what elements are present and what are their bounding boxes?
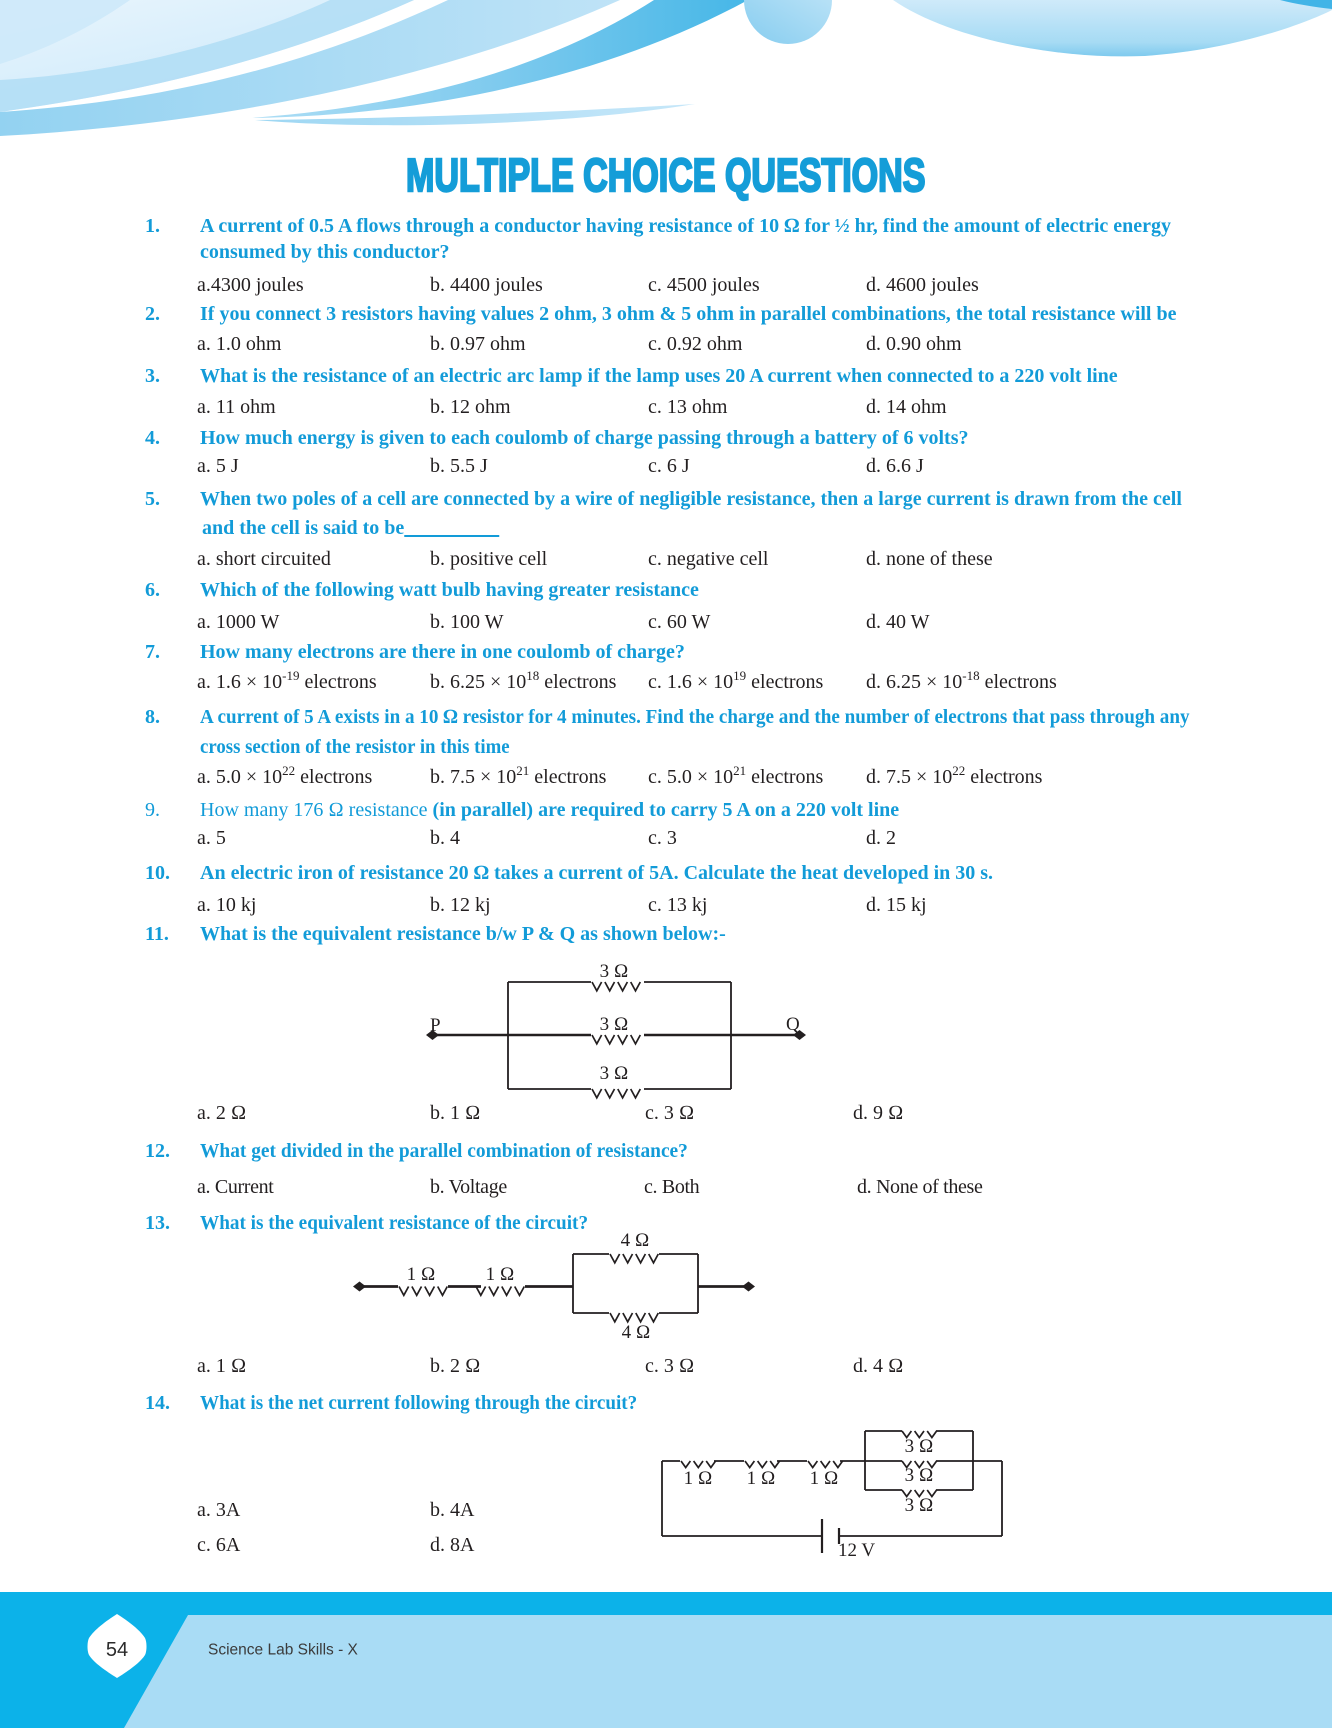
svg-text:1 Ω: 1 Ω [486, 1264, 515, 1285]
svg-text:3 Ω: 3 Ω [905, 1436, 934, 1457]
svg-text:1 Ω: 1 Ω [810, 1468, 839, 1489]
svg-text:1 Ω: 1 Ω [684, 1468, 713, 1489]
svg-text:12 V: 12 V [838, 1540, 875, 1561]
svg-text:3 Ω: 3 Ω [600, 1014, 629, 1035]
svg-text:4 Ω: 4 Ω [621, 1230, 650, 1251]
svg-text:3 Ω: 3 Ω [600, 961, 629, 982]
svg-text:54: 54 [106, 1639, 128, 1661]
svg-text:3 Ω: 3 Ω [905, 1495, 934, 1516]
svg-text:Science Lab Skills - X: Science Lab Skills - X [208, 1642, 359, 1659]
svg-text:3 Ω: 3 Ω [905, 1465, 934, 1486]
svg-text:P: P [430, 1015, 441, 1036]
svg-text:1 Ω: 1 Ω [747, 1468, 776, 1489]
svg-text:4 Ω: 4 Ω [622, 1322, 651, 1343]
svg-text:3 Ω: 3 Ω [600, 1063, 629, 1084]
svg-text:Q: Q [786, 1014, 800, 1035]
svg-text:1 Ω: 1 Ω [407, 1264, 436, 1285]
